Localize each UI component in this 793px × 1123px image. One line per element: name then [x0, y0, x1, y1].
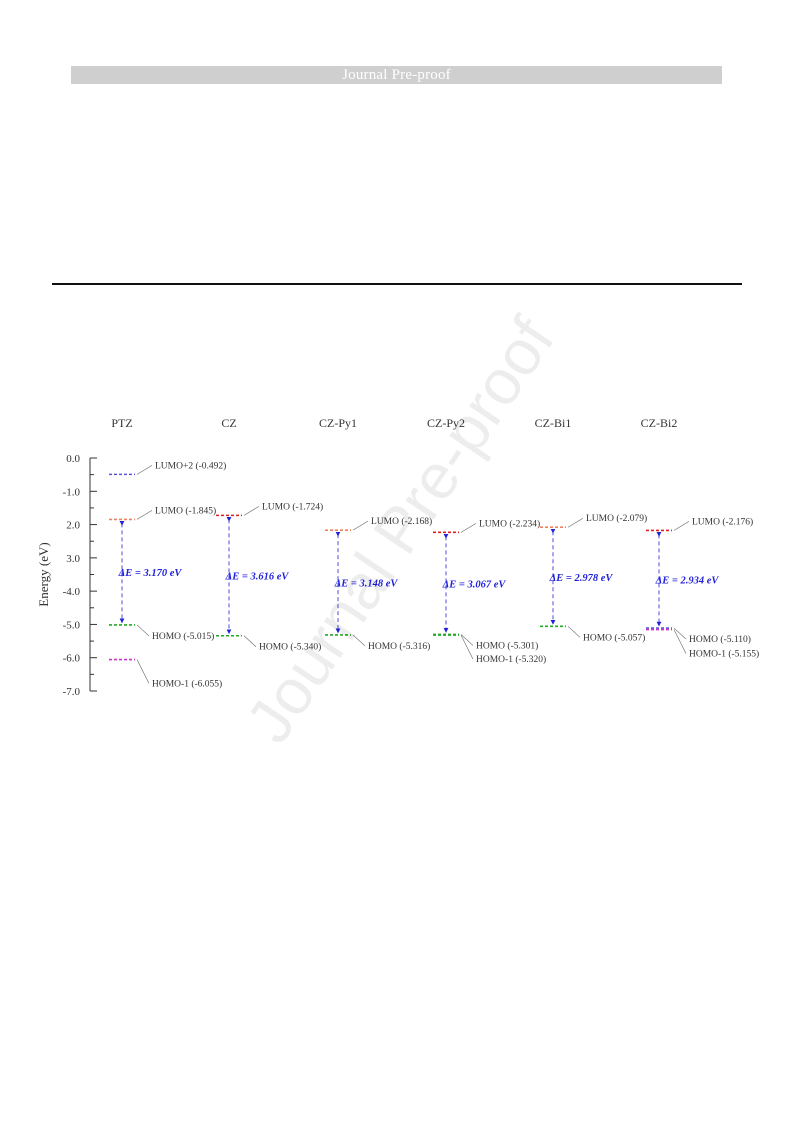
molecule-name: PTZ [111, 416, 132, 430]
energy-level-label: HOMO (-5.057) [583, 632, 645, 643]
level-leader-line [136, 659, 150, 684]
molecule-name: CZ-Bi1 [535, 416, 572, 430]
header-rule [52, 283, 742, 285]
energy-level-label: LUMO (-1.845) [155, 505, 216, 516]
gap-label: ΔE = 3.148 eV [334, 579, 399, 590]
energy-level-label: HOMO (-5.110) [689, 634, 751, 645]
journal-banner: Journal Pre-proof [71, 66, 722, 84]
energy-level-label: LUMO (-2.176) [692, 516, 753, 527]
y-tick-label: 3.0 [66, 553, 80, 565]
energy-level-chart: 0.0 -1.0 2.0 3.0 -4.0 -5.0 -6.0 -7.0 Energy (eV)… [36, 416, 759, 698]
level-leader-line [673, 629, 687, 654]
level-leader-line [460, 523, 477, 533]
level-leader-line [136, 465, 153, 475]
y-tick-label: -1.0 [63, 486, 81, 498]
y-tick-label: -5.0 [63, 619, 81, 631]
energy-levels: LUMO+2 (-0.492) LUMO (-1.845) HOMO (-5.015… [109, 460, 759, 690]
level-leader-line [243, 506, 260, 516]
molecule-name: CZ-Py1 [319, 416, 357, 430]
gap-label: ΔE = 3.067 eV [442, 579, 507, 590]
gap-label: ΔE = 2.934 eV [655, 575, 720, 586]
energy-level-label: LUMO (-2.234) [479, 518, 540, 529]
energy-level-label: HOMO (-5.340) [259, 642, 321, 653]
energy-level-label: LUMO (-2.079) [586, 513, 647, 524]
level-leader-line [460, 634, 474, 660]
energy-level-label: HOMO (-5.316) [368, 641, 430, 652]
level-leader-line [136, 624, 150, 637]
level-leader-line [567, 517, 584, 528]
energy-gaps: ΔE = 3.170 eV ΔE = 3.616 eV ΔE = 3.148 eV Δ… [118, 516, 720, 635]
energy-level-label: LUMO+2 (-0.492) [155, 460, 226, 471]
y-tick-label: -7.0 [63, 686, 81, 698]
gap-label: ΔE = 3.170 eV [118, 568, 183, 579]
energy-level-label: HOMO-1 (-6.055) [152, 679, 222, 690]
energy-level-label: LUMO (-2.168) [371, 516, 432, 527]
level-leader-line [243, 635, 257, 647]
level-leader-line [673, 521, 690, 531]
energy-level-label: LUMO (-1.724) [262, 501, 323, 512]
y-tick-label: 0.0 [66, 453, 80, 465]
gap-label: ΔE = 3.616 eV [225, 572, 290, 583]
energy-level-label: HOMO-1 (-5.155) [689, 649, 759, 660]
level-leader-line [352, 520, 369, 531]
gap-label: ΔE = 2.978 eV [549, 573, 614, 584]
y-tick-label: -4.0 [63, 586, 81, 598]
energy-level-label: HOMO (-5.301) [476, 640, 538, 651]
molecule-name: CZ-Bi2 [641, 416, 678, 430]
y-axis-label: Energy (eV) [36, 542, 51, 606]
molecule-name: CZ-Py2 [427, 416, 465, 430]
y-tick-label: 2.0 [66, 520, 80, 532]
molecule-name: CZ [221, 416, 236, 430]
energy-level-label: HOMO (-5.015) [152, 631, 214, 642]
y-axis: 0.0 -1.0 2.0 3.0 -4.0 -5.0 -6.0 -7.0 Energy (eV) [36, 453, 97, 698]
level-leader-line [460, 634, 474, 646]
y-tick-label: -6.0 [63, 653, 81, 665]
level-leader-line [136, 510, 153, 520]
level-leader-line [352, 634, 366, 647]
molecule-names: PTZ CZ CZ-Py1 CZ-Py2 CZ-Bi1 CZ-Bi2 [111, 416, 677, 430]
level-leader-line [673, 627, 687, 640]
level-leader-line [567, 626, 581, 638]
energy-level-label: HOMO-1 (-5.320) [476, 654, 546, 665]
